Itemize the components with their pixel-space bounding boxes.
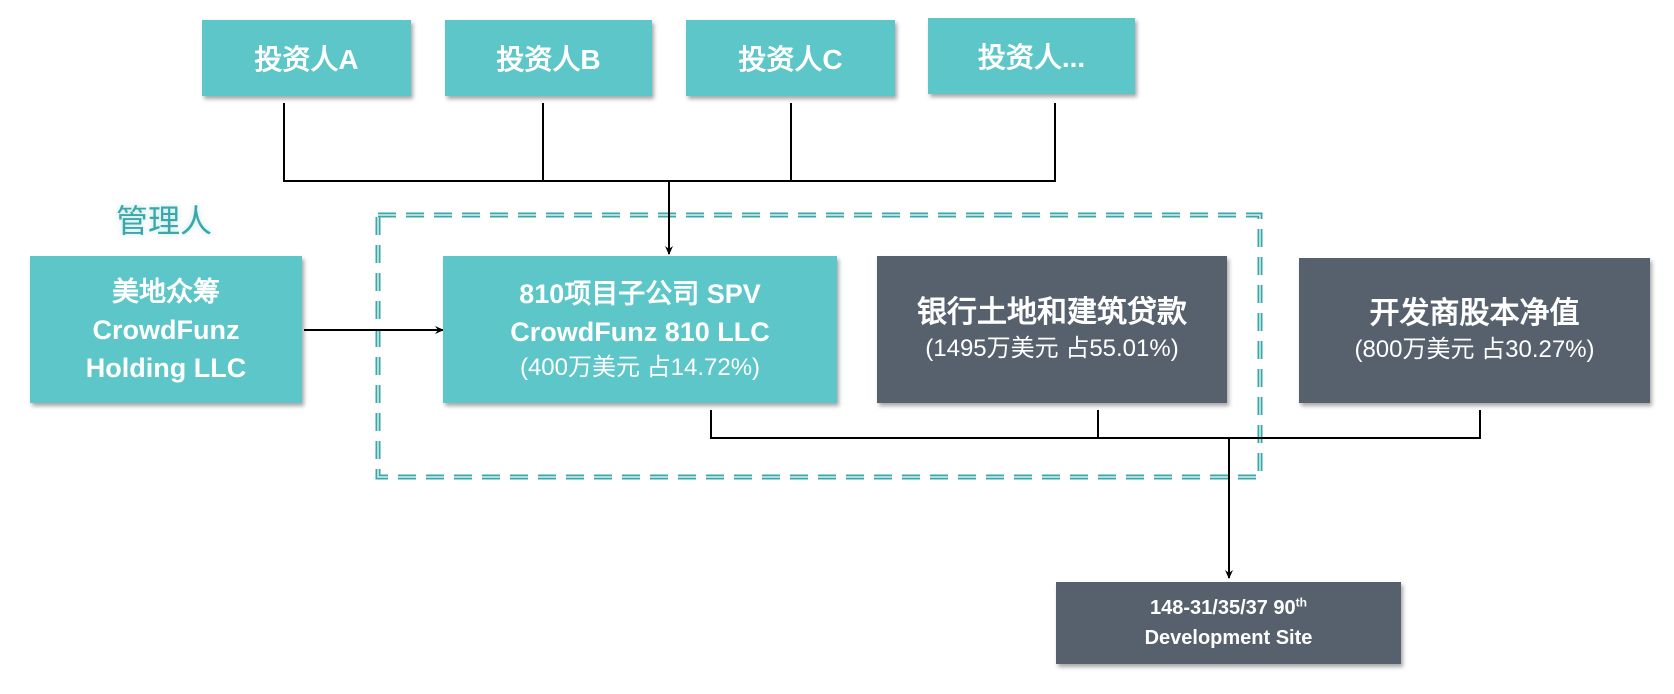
manager-name-en-1: CrowdFunz [92, 314, 240, 345]
developer-equity-box: 开发商股本净值 (800万美元 占30.27%) [1299, 258, 1650, 403]
bank-loan-box: 银行土地和建筑贷款 (1495万美元 占55.01%) [877, 256, 1227, 403]
bank-loan-amount: (1495万美元 占55.01%) [925, 334, 1179, 362]
spv-title: 810项目子公司 SPV [519, 278, 761, 309]
investor-connectors [283, 103, 1056, 255]
investor-label: 投资人B [496, 44, 601, 75]
investor-box-b: 投资人B [445, 20, 652, 96]
site-address-suffix: th [1295, 595, 1307, 610]
developer-equity-amount: (800万美元 占30.27%) [1354, 335, 1595, 363]
spv-amount: (400万美元 占14.72%) [519, 353, 761, 381]
investor-label: 投资人... [977, 42, 1086, 73]
spv-group-boundary [375, 212, 1263, 480]
manager-name-cn: 美地众筹 [112, 276, 220, 307]
investor-box-more: 投资人... [928, 18, 1135, 94]
spv-entity: CrowdFunz 810 LLC [510, 316, 770, 347]
development-site-box: 148-31/35/37 90th Development Site [1056, 582, 1401, 664]
investor-label: 投资人A [254, 44, 359, 75]
manager-box: 美地众筹 CrowdFunz Holding LLC [30, 256, 302, 403]
manager-section-label: 管理人 [116, 203, 213, 239]
capital-connectors [710, 410, 1481, 579]
site-address-main: 148-31/35/37 90 [1149, 597, 1296, 619]
site-label: Development Site [1144, 627, 1313, 649]
bank-loan-title: 银行土地和建筑贷款 [917, 295, 1187, 329]
site-address: 148-31/35/37 90th [1150, 593, 1307, 623]
developer-equity-title: 开发商股本净值 [1369, 296, 1580, 330]
manager-name-en-2: Holding LLC [85, 352, 247, 383]
investor-box-a: 投资人A [202, 20, 411, 96]
investor-box-c: 投资人C [686, 20, 895, 96]
spv-box: 810项目子公司 SPV CrowdFunz 810 LLC (400万美元 占… [443, 256, 837, 403]
investor-label: 投资人C [738, 44, 843, 75]
